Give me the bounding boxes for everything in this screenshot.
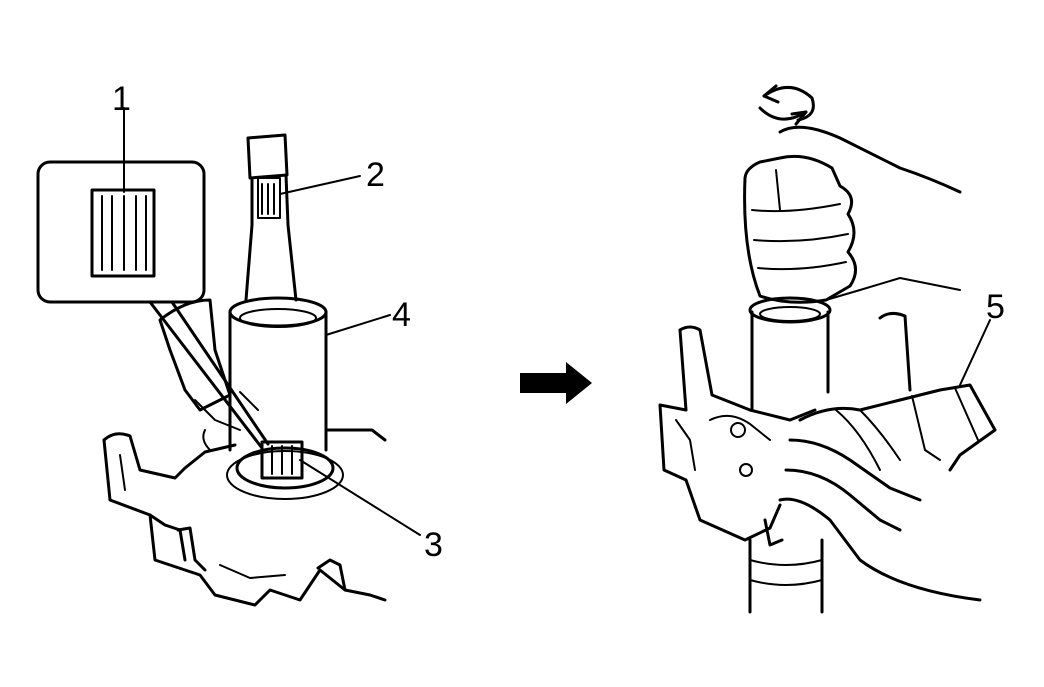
lower-hand [778,383,997,602]
knuckle-bracket [658,311,912,547]
base-plate-left [102,298,387,607]
callout-2: 2 [366,156,385,194]
leader-line-5 [959,319,991,386]
right-panel: 5 [658,84,1005,614]
callout-5: 5 [986,288,1005,326]
left-panel: 1 2 3 4 [36,80,443,607]
strut-cylinder [226,296,387,500]
rotate-icon [758,84,815,126]
direction-arrow [520,362,592,404]
upper-hand [743,125,962,304]
callout-4: 4 [392,296,411,334]
strut-tube-right [748,296,832,614]
piston-rod [244,133,298,302]
marking-part-3 [260,440,304,480]
callout-3: 3 [424,526,443,564]
callout-1: 1 [112,80,131,118]
leader-lines-left [123,107,421,536]
